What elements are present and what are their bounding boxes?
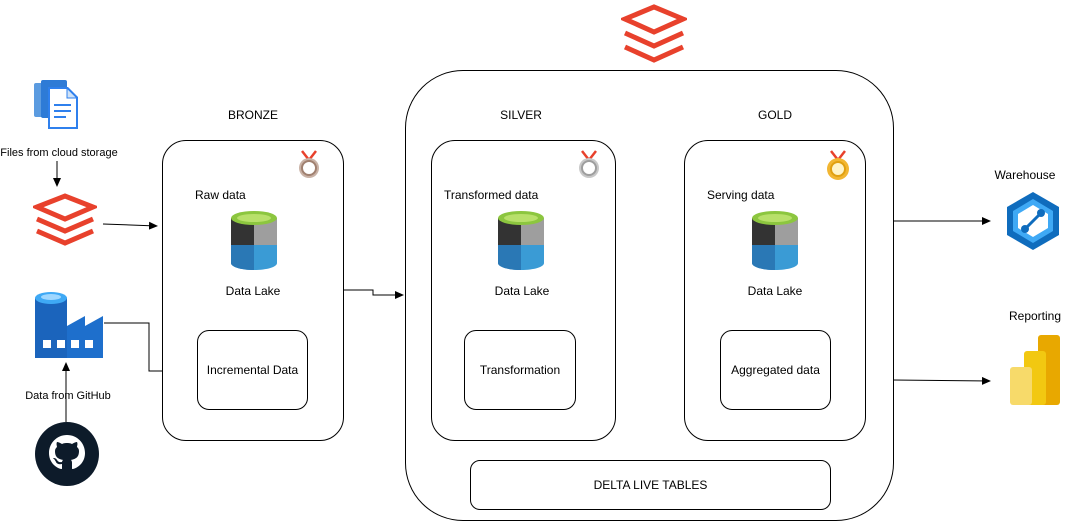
silver-medal-icon <box>579 150 599 178</box>
silver-data-lake-icon <box>498 211 544 270</box>
arrow-databricks-to-bronze <box>102 221 158 230</box>
bronze-inner-label: Incremental Data <box>206 363 299 377</box>
gold-subtitle: Serving data <box>707 188 775 202</box>
silver-store-label: Data Lake <box>494 284 550 298</box>
bronze-data-lake-icon <box>231 211 277 270</box>
databricks-platform-icon <box>621 4 687 63</box>
bronze-title: BRONZE <box>227 108 279 122</box>
connector-factory-to-bronze <box>104 322 163 372</box>
bronze-inner-box: Incremental Data <box>197 330 308 410</box>
gold-data-lake-icon <box>752 211 798 270</box>
gold-store-label: Data Lake <box>747 284 803 298</box>
cloud-files-icon <box>34 80 78 129</box>
reporting-label: Reporting <box>1008 309 1062 323</box>
power-bi-icon <box>1010 335 1060 405</box>
silver-subtitle: Transformed data <box>444 188 539 202</box>
github-icon <box>35 422 99 486</box>
bronze-medal-icon <box>299 150 319 178</box>
gold-title: GOLD <box>757 108 793 122</box>
silver-inner-box: Transformation <box>464 330 576 410</box>
arrow-bronze-to-silver <box>343 289 404 299</box>
data-factory-icon <box>35 292 103 358</box>
gold-inner-box: Aggregated data <box>720 330 831 410</box>
databricks-icon <box>33 193 97 246</box>
silver-inner-label: Transformation <box>479 363 561 377</box>
synapse-warehouse-icon <box>1007 192 1059 250</box>
delta-live-tables-box: DELTA LIVE TABLES <box>470 460 831 510</box>
gold-inner-label: Aggregated data <box>731 363 820 377</box>
gold-medal-icon <box>827 150 849 180</box>
silver-title: SILVER <box>500 108 542 122</box>
github-source-label: Data from GitHub <box>25 390 111 402</box>
cloud-storage-label: Files from cloud storage <box>0 147 118 159</box>
arrow-to-reporting <box>892 376 991 385</box>
delta-live-tables-label: DELTA LIVE TABLES <box>593 478 708 492</box>
warehouse-label: Warehouse <box>994 168 1056 182</box>
bronze-subtitle: Raw data <box>195 188 246 202</box>
bronze-store-label: Data Lake <box>225 284 281 298</box>
